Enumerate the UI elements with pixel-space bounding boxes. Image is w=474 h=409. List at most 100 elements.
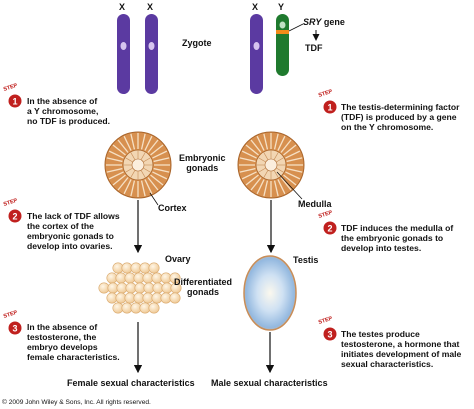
svg-text:STEP: STEP <box>3 198 19 208</box>
gonad-spoke <box>250 177 262 191</box>
gonad-inner-spoke <box>276 167 285 173</box>
gonad-spoke <box>130 133 136 150</box>
testis-label: Testis <box>293 255 319 265</box>
gonad-spoke <box>280 139 292 153</box>
gonad-spoke <box>144 135 153 151</box>
gonad-spoke <box>280 177 292 191</box>
embryonic-gonad-left <box>104 131 172 199</box>
sry-gene-label: SRY gene <box>303 17 345 27</box>
gonad-spoke <box>256 179 265 195</box>
gonad-spoke <box>108 171 124 180</box>
cortex-pointer-line <box>149 192 159 206</box>
male-x-chromosome <box>250 14 263 94</box>
svg-text:1: 1 <box>327 103 332 113</box>
embryonic-gonad-right <box>237 131 305 199</box>
gonad-inner-spoke <box>143 167 152 173</box>
gonad-spoke <box>239 157 256 163</box>
gonad-spoke <box>152 150 168 159</box>
gonad-spoke <box>123 179 132 195</box>
gonad-spoke <box>277 135 286 151</box>
ovary-follicle <box>169 292 181 304</box>
gonad-inner-spoke <box>273 151 279 160</box>
gonad-inner-spoke <box>124 167 133 173</box>
gonad-spoke <box>123 135 132 151</box>
tdf-label: TDF <box>305 43 323 53</box>
gonad-inner-spoke <box>130 151 136 160</box>
step-3-right-badge: 3 STEP <box>318 316 337 341</box>
ovary-follicle <box>148 262 160 274</box>
gonad-spoke <box>245 144 259 156</box>
svg-text:STEP: STEP <box>318 210 334 220</box>
svg-text:3: 3 <box>327 330 332 340</box>
step-1-right-badge: 1 STEP <box>318 89 337 114</box>
female-x-chromosome-left <box>117 14 130 94</box>
gonad-spoke <box>108 150 124 159</box>
testis-illustration <box>243 255 297 331</box>
step-2-left-badge: 2 STEP <box>3 198 22 223</box>
gonad-inner-spoke <box>257 157 266 163</box>
gonad-inner-spoke <box>143 157 152 163</box>
svg-text:1: 1 <box>12 97 17 107</box>
gonad-spoke <box>112 144 126 156</box>
female-outcome-label: Female sexual characteristics <box>67 378 195 388</box>
y-chromosome-label: Y <box>278 2 285 12</box>
svg-text:STEP: STEP <box>3 83 19 93</box>
gonad-spoke <box>117 177 129 191</box>
gonad-spoke <box>263 180 269 197</box>
gonad-inner-spoke <box>276 157 285 163</box>
gonad-spoke <box>153 167 170 173</box>
svg-text:2: 2 <box>12 212 17 222</box>
gonad-spoke <box>147 177 159 191</box>
gonad-spoke <box>283 144 297 156</box>
step-3-left-badge: 3 STEP <box>3 310 22 335</box>
svg-text:2: 2 <box>327 224 332 234</box>
gonad-spoke <box>153 157 170 163</box>
svg-text:STEP: STEP <box>318 316 334 326</box>
step-1-right-text: The testis-determining factor(TDF) is pr… <box>341 102 460 132</box>
gonad-spoke <box>117 139 129 153</box>
gonad-inner-spoke <box>140 170 146 179</box>
gonad-spoke <box>150 144 164 156</box>
male-outcome-label: Male sexual characteristics <box>211 378 328 388</box>
step-2-right-badge: 2 STEP <box>318 210 337 235</box>
cortex-label: Cortex <box>158 203 187 213</box>
sry-gene-band <box>276 30 289 34</box>
gonad-spoke <box>263 133 269 150</box>
gonad-spoke <box>286 167 303 173</box>
gonad-spoke <box>152 171 168 180</box>
gonad-spoke <box>283 174 297 186</box>
gonad-spoke <box>140 180 146 197</box>
gonad-spoke <box>150 174 164 186</box>
step-1-left-badge: 1 STEP <box>3 83 22 108</box>
gonad-spoke <box>256 135 265 151</box>
gonad-spoke <box>112 174 126 186</box>
gonad-spoke <box>273 133 279 150</box>
female-x-chromosome-right <box>145 14 158 94</box>
copyright-notice: © 2009 John Wiley & Sons, Inc. All right… <box>2 399 151 406</box>
gonad-spoke <box>285 171 301 180</box>
medulla-label: Medulla <box>298 199 332 209</box>
x-chromosome-label-3: X <box>252 2 259 12</box>
gonad-spoke <box>286 157 303 163</box>
gonad-spoke <box>130 180 136 197</box>
gonad-spoke <box>273 180 279 197</box>
gonad-inner-spoke <box>140 151 146 160</box>
ovary-label: Ovary <box>165 254 191 264</box>
gonad-inner-spoke <box>273 170 279 179</box>
ovary-follicle <box>148 302 160 314</box>
gonad-spoke <box>239 167 256 173</box>
svg-text:STEP: STEP <box>318 89 334 99</box>
gonad-spoke <box>250 139 262 153</box>
gonad-spoke <box>241 150 257 159</box>
gonad-inner-spoke <box>263 151 269 160</box>
zygote-label: Zygote <box>182 38 212 48</box>
gonad-inner-spoke <box>124 157 133 163</box>
x-chromosome-label-2: X <box>147 2 154 12</box>
medulla-pointer-line <box>276 171 303 200</box>
